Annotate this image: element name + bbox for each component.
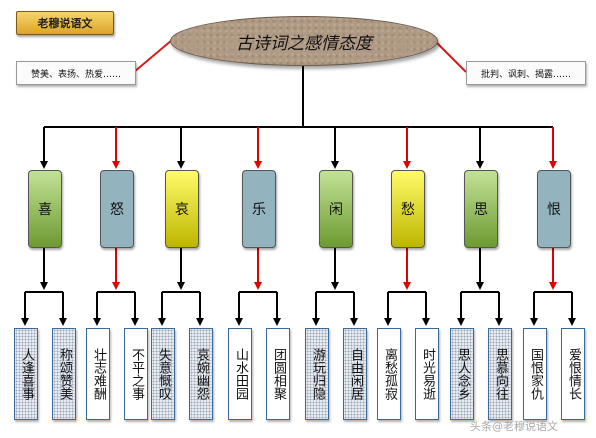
- emotion-node: 怒: [100, 170, 134, 248]
- right-note-connector: [433, 39, 467, 73]
- emotion-node: 乐: [242, 170, 276, 248]
- sub-emotion-leaf: 思慕向往: [488, 328, 512, 420]
- sub-emotion-leaf: 自由闲居: [343, 328, 367, 420]
- emotion-node: 愁: [391, 170, 425, 248]
- emotion-node: 恨: [537, 170, 571, 248]
- sub-emotion-leaf: 不平之事: [124, 328, 148, 420]
- negative-attitude-note: 批判、讽刺、揭露……: [466, 61, 586, 85]
- emotion-node: 哀: [165, 170, 199, 248]
- emotion-node: 思: [464, 170, 498, 248]
- positive-attitude-note: 赞美、表扬、热爱……: [16, 61, 136, 85]
- sub-emotion-leaf: 称颂赞美: [52, 328, 76, 420]
- sub-emotion-leaf: 团圆相聚: [266, 328, 290, 420]
- watermark: 头条@老穆说语文: [470, 420, 558, 433]
- emotion-node: 闲: [319, 170, 353, 248]
- emotion-node: 喜: [28, 170, 62, 248]
- author-tag: 老穆说语文: [16, 11, 114, 35]
- sub-emotion-leaf: 国恨家仇: [523, 328, 547, 420]
- sub-emotion-leaf: 山水田园: [228, 328, 252, 420]
- sub-emotion-leaf: 人逢喜事: [14, 328, 38, 420]
- sub-emotion-leaf: 失意慨叹: [151, 328, 175, 420]
- sub-emotion-leaf: 离愁孤寂: [377, 328, 401, 420]
- sub-emotion-leaf: 壮志难酬: [86, 328, 110, 420]
- sub-emotion-leaf: 游玩归隐: [305, 328, 329, 420]
- sub-emotion-leaf: 思人念乡: [450, 328, 474, 420]
- sub-emotion-leaf: 爱恨情长: [561, 328, 585, 420]
- sub-emotion-leaf: 哀婉幽怨: [189, 328, 213, 420]
- central-topic: 古诗词之感情态度: [170, 16, 438, 66]
- left-note-connector: [133, 39, 173, 73]
- sub-emotion-leaf: 时光易逝: [415, 328, 439, 420]
